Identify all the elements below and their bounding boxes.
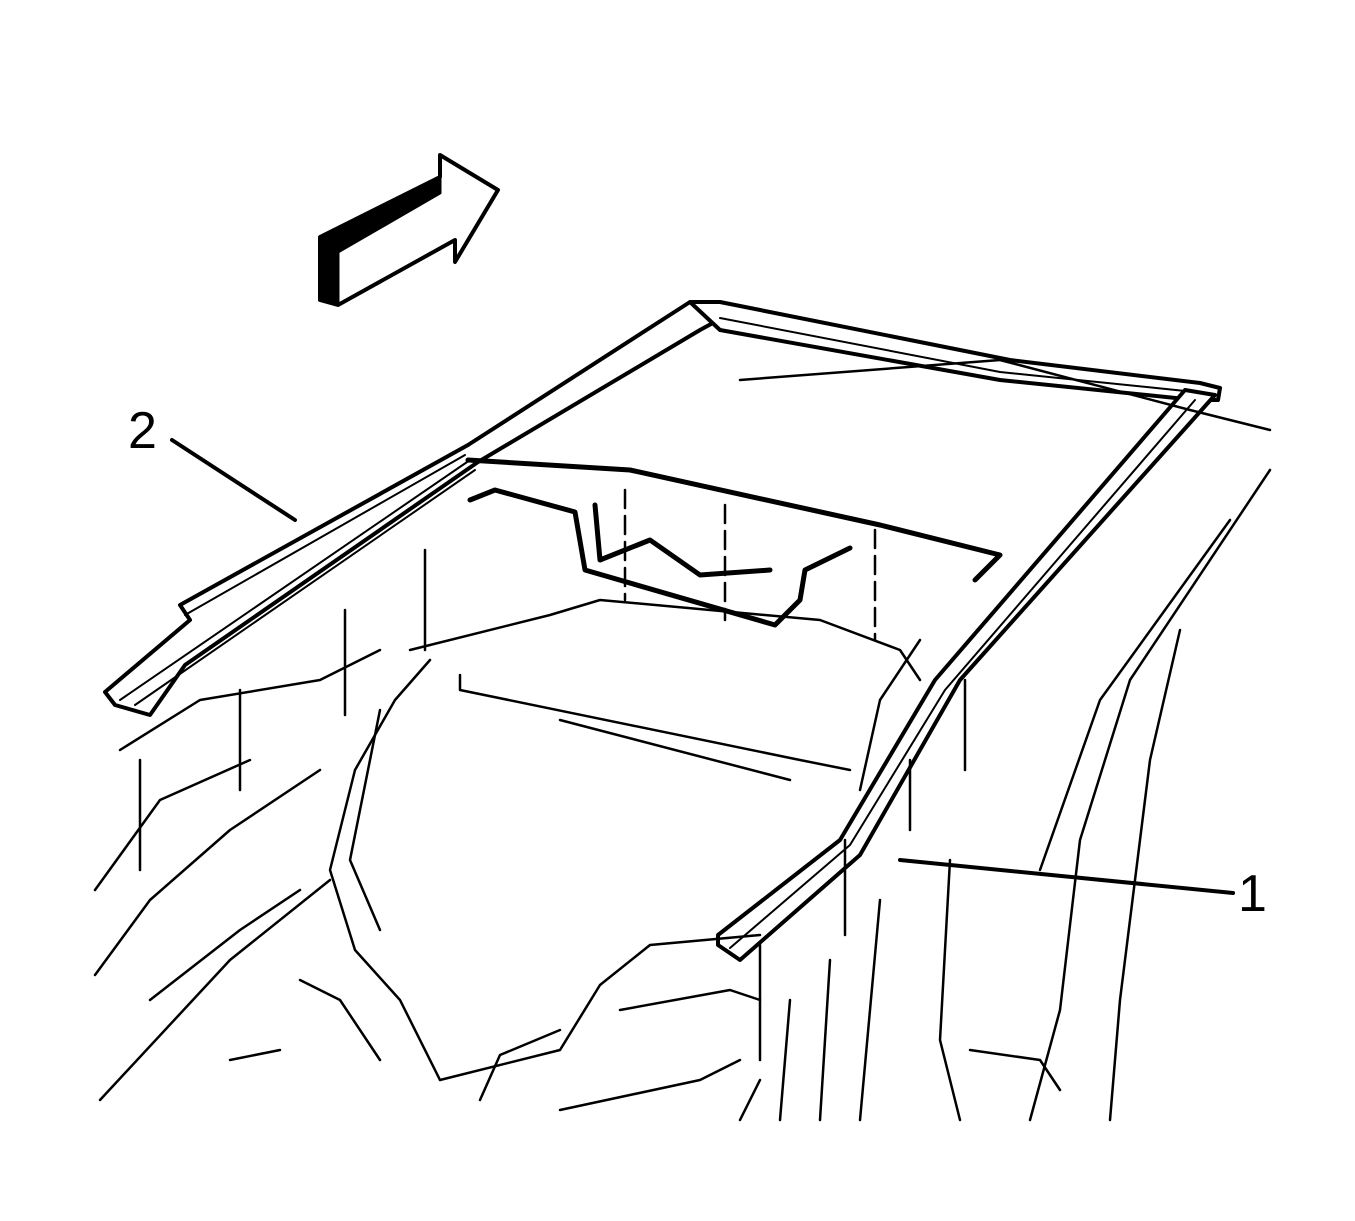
callout-label-1: 1 [1238, 865, 1267, 923]
left-roof-rail [103, 300, 724, 717]
front-roof-header [688, 300, 1222, 402]
right-roof-rail [716, 388, 1217, 962]
assembly-drop-lines [138, 488, 967, 1062]
callout-2-leader [170, 438, 297, 522]
callout-1-leader [898, 858, 1235, 895]
body-structure-lines [93, 358, 1272, 1122]
front-direction-arrow-icon [318, 153, 500, 307]
callout-label-2: 2 [128, 402, 157, 460]
rear-roof-header [465, 457, 1003, 628]
